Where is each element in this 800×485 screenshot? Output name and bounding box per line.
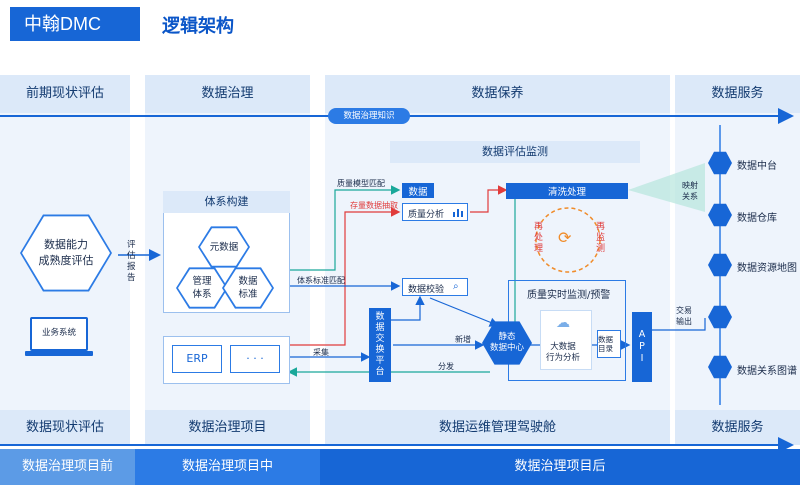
refresh-icon: ⟳ xyxy=(558,228,572,247)
api-block: A P I xyxy=(632,312,652,382)
clean-processing: 清洗处理 xyxy=(506,183,628,199)
business-system-label: 业务系统 xyxy=(41,328,76,338)
service-relation-graph: 数据关系图谱 xyxy=(737,366,797,377)
service-resource-map: 数据资源地图 xyxy=(737,263,797,274)
edge-stock-extract: 存量数据抽取 xyxy=(350,201,398,210)
data-node: 数据 xyxy=(402,183,434,198)
reprocess-label: 再 处 理 xyxy=(534,222,544,254)
report-label: 评 估 报 告 xyxy=(127,240,136,283)
knowledge-pill: 数据治理知识 xyxy=(328,108,410,124)
quality-analysis-box xyxy=(402,203,468,221)
more-sources: · · · xyxy=(230,345,280,373)
cloud-icon: ☁ xyxy=(556,315,570,331)
data-check-box xyxy=(402,278,468,296)
column-svc-bg xyxy=(675,75,800,410)
exchange-platform: 数 据 交 换 平 台 xyxy=(369,308,391,382)
edge-exchange-out: 交易 输出 xyxy=(676,306,692,326)
column-header-care: 数据保养 xyxy=(325,75,670,113)
laptop-icon xyxy=(30,317,88,351)
column-header-svc: 数据服务 xyxy=(675,75,800,113)
gear-icon xyxy=(708,305,732,329)
model-match-arrow xyxy=(290,185,401,271)
data-check-label: 数据校验 xyxy=(408,285,445,295)
assessment-label: 数据能力 成熟度评估 xyxy=(38,238,94,267)
user-icon xyxy=(708,253,732,277)
mapping-fan xyxy=(628,163,705,212)
search-icon: ⌕ xyxy=(453,281,459,292)
catalog-box xyxy=(597,330,621,358)
edge-sys-match: 体系标准匹配 xyxy=(297,276,345,285)
laptop-base xyxy=(25,351,93,356)
catalog-label: 数据 目录 xyxy=(598,335,613,353)
edge-model-match: 质量模型匹配 xyxy=(337,179,385,188)
phase-after: 数据治理项目后 xyxy=(320,449,800,485)
footer-col-care: 数据运维管理驾驶舱 xyxy=(325,410,670,445)
std-hex xyxy=(224,269,272,307)
share-icon xyxy=(708,355,732,379)
footer-col-gov: 数据治理项目 xyxy=(145,410,310,445)
home-icon xyxy=(708,203,732,227)
stock-extract-arrow xyxy=(290,207,401,346)
std-hex-label: 数据 标准 xyxy=(238,276,258,300)
meta-hex-label: 元数据 xyxy=(209,241,239,253)
service-data-warehouse: 数据仓库 xyxy=(737,213,777,224)
remonitor-label: 再 监 测 xyxy=(596,222,606,254)
footer-col-pre: 数据现状评估 xyxy=(0,410,130,445)
realtime-title: 质量实时监测/预警 xyxy=(527,290,611,301)
phase-before: 数据治理项目前 xyxy=(0,449,135,485)
center-label: 静态 数据中心 xyxy=(489,332,524,353)
monitor-title: 数据评估监测 xyxy=(390,141,640,163)
service-data-platform: 数据中台 xyxy=(737,161,777,172)
bigdata-label: 大数据 行为分析 xyxy=(546,342,581,363)
edge-map: 映射 关系 xyxy=(682,181,698,201)
mgmt-hex-label: 管理 体系 xyxy=(192,276,212,300)
quality-clean-arrow xyxy=(470,185,508,213)
recycle-loop xyxy=(535,207,601,273)
edge-new: 新增 xyxy=(455,335,471,344)
cube-icon xyxy=(708,151,732,175)
column-header-pre: 前期现状评估 xyxy=(0,75,130,113)
column-header-gov: 数据治理 xyxy=(145,75,310,113)
phase-during: 数据治理项目中 xyxy=(135,449,320,485)
bigdata-box xyxy=(540,310,592,370)
check-center-arrow xyxy=(429,297,500,327)
erp-source: ERP xyxy=(172,345,222,373)
bar-chart-icon xyxy=(453,209,463,217)
mgmt-hex xyxy=(178,269,226,307)
brand-logo: 中翰DMC xyxy=(10,7,140,41)
api-service-line xyxy=(652,318,706,331)
quality-analysis-label: 质量分析 xyxy=(408,210,445,220)
edge-distribute: 分发 xyxy=(438,362,454,371)
exchange-check-arrow xyxy=(390,295,425,321)
system-build-title: 体系构建 xyxy=(163,191,290,213)
edge-collect: 采集 xyxy=(313,348,329,357)
page-title: 逻辑架构 xyxy=(162,16,234,37)
